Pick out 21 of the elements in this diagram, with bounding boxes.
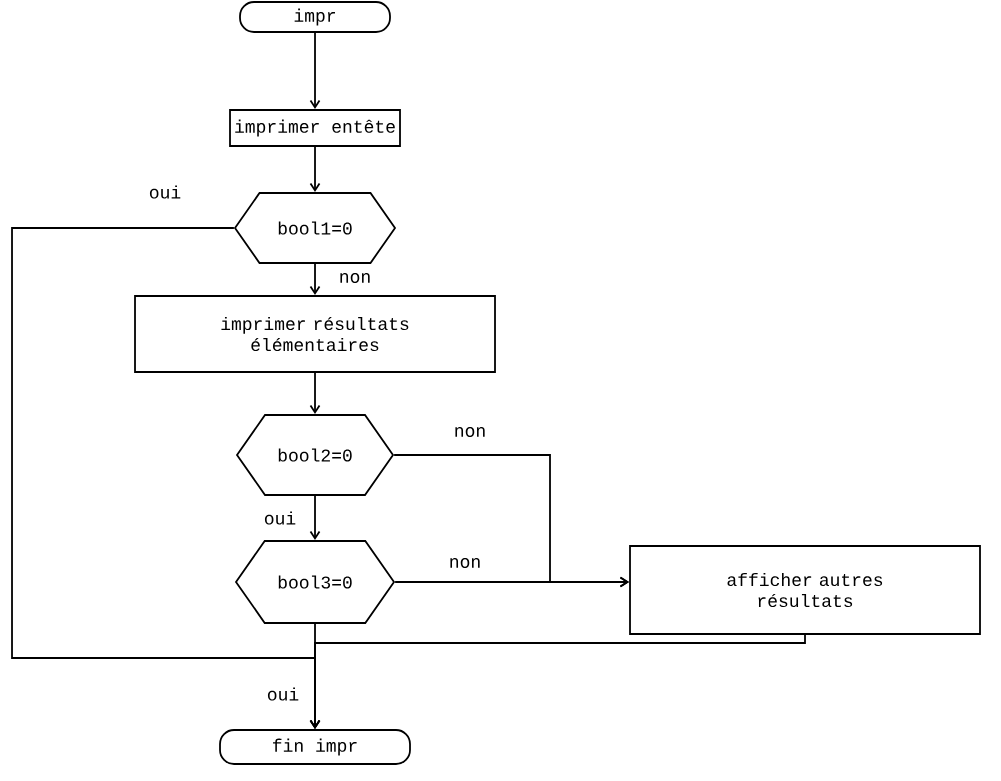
arrow [309, 32, 321, 110]
arrow [309, 495, 321, 541]
arrow [309, 263, 321, 296]
edge-label: oui [147, 184, 183, 200]
process-box: imprimer résultats élémentaires [134, 295, 496, 373]
process-box: imprimer entête [229, 109, 401, 147]
arrow [309, 146, 321, 193]
edge-label: non [447, 557, 483, 569]
decision-hexagon: bool1=0 [233, 192, 397, 264]
terminal-box: fin impr [219, 729, 411, 765]
process-box: afficher autres résultats [629, 545, 981, 635]
arrow [309, 634, 806, 730]
edge-label: oui [262, 510, 298, 526]
arrow [309, 372, 321, 415]
edge-label: oui [265, 686, 301, 702]
arrow [394, 576, 630, 588]
decision-hexagon: bool2=0 [235, 414, 395, 496]
terminal-box: impr [239, 1, 391, 33]
decision-hexagon: bool3=0 [234, 540, 396, 624]
edge-label: non [452, 426, 488, 438]
edge-label: non [337, 272, 373, 284]
